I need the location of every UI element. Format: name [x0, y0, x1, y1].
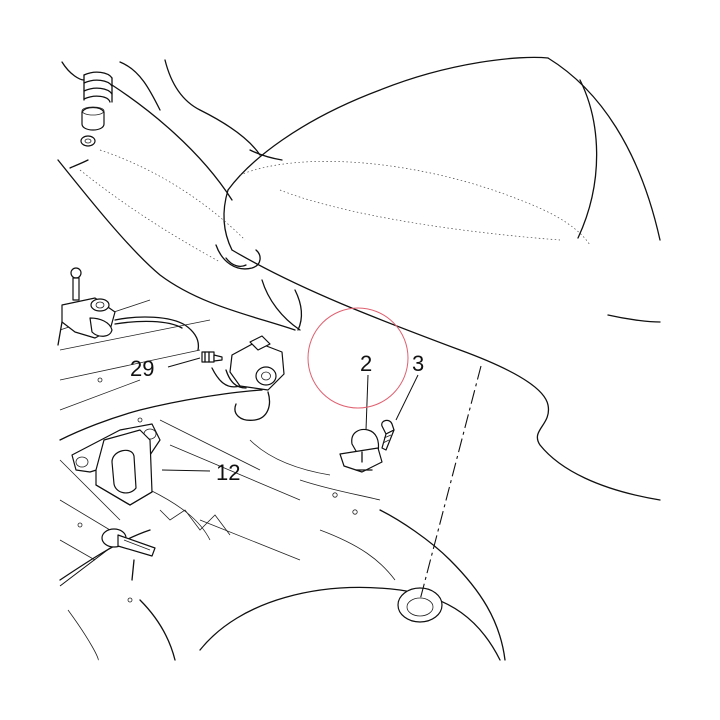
lower-floor-structure: [59, 299, 506, 661]
body-panel: [223, 56, 661, 501]
spring-assembly: [61, 61, 113, 169]
part-29-sensor: [201, 335, 285, 421]
leader-lines: [59, 357, 419, 587]
part-3-screw: [381, 419, 395, 451]
connector-clip: [101, 528, 156, 581]
sensor-bracket-upper: [57, 267, 200, 351]
grommet-hole: [397, 587, 443, 623]
frame-member: [57, 59, 303, 331]
callout-29: 29: [130, 356, 154, 381]
assembly-axis-line: [419, 365, 482, 601]
callout-12: 12: [216, 460, 240, 485]
part-12-bracket: [59, 389, 263, 506]
callout-3: 3: [412, 351, 424, 376]
callout-2: 2: [360, 351, 372, 376]
part-2-plug: [339, 428, 383, 473]
highlight-circle: [307, 307, 409, 409]
